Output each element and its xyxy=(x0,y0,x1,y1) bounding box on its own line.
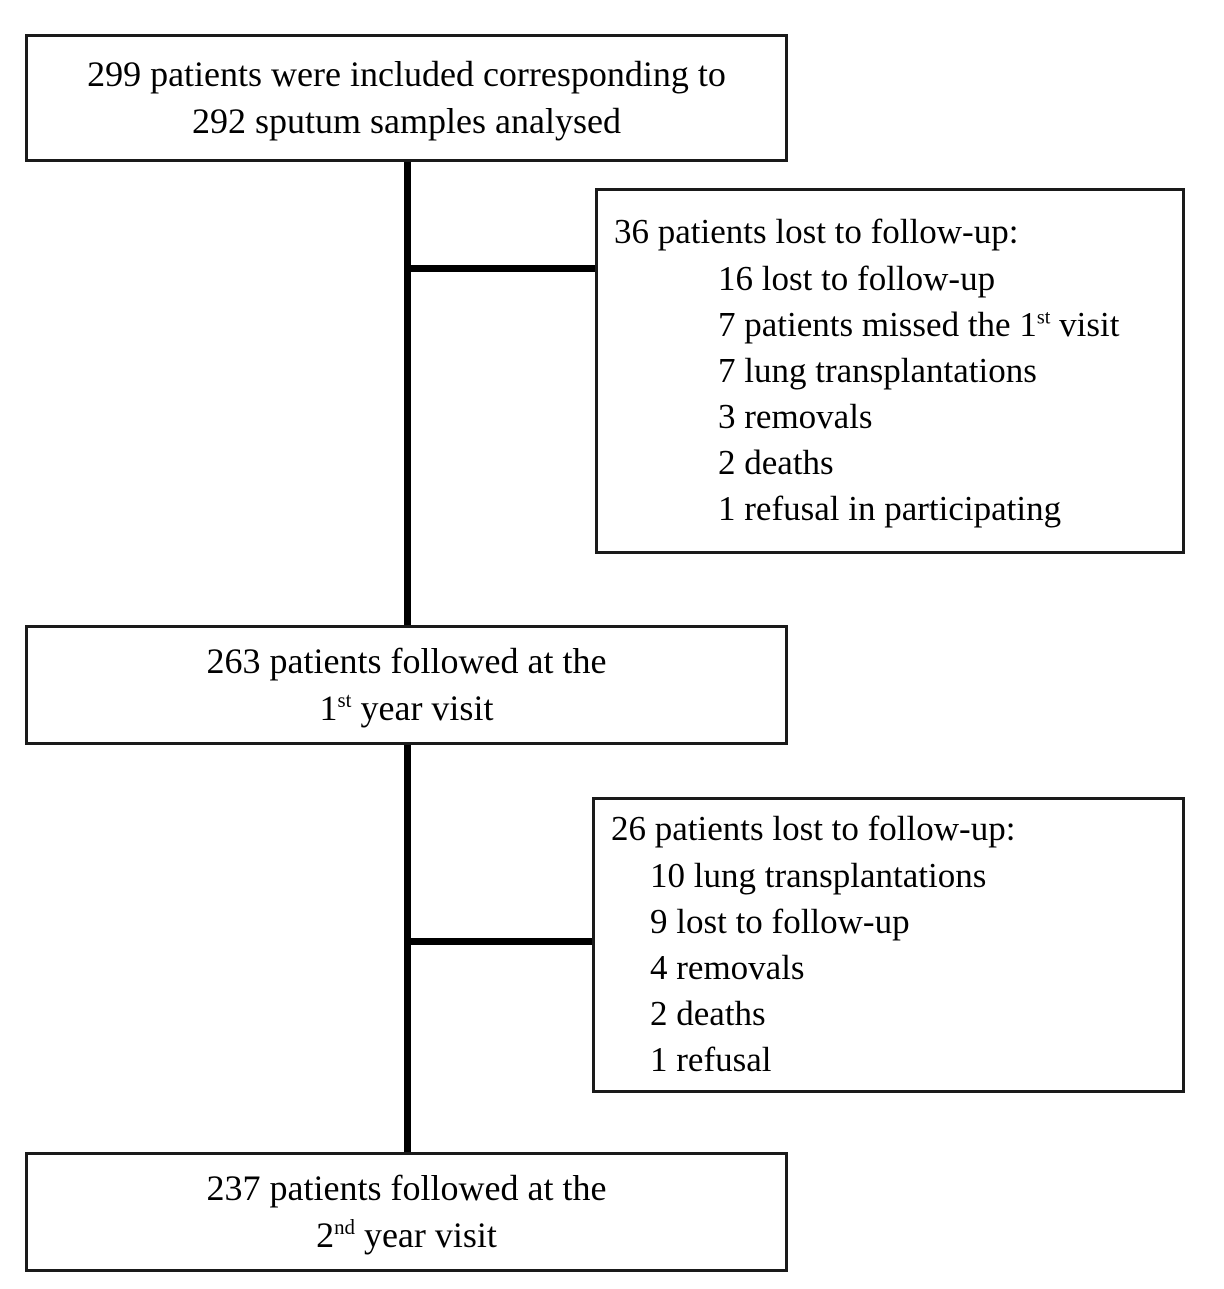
exclusion-2-item-2: 9 lost to follow-up xyxy=(650,901,910,941)
exclusion-1-item-3: 7 lung transplantations xyxy=(718,350,1037,390)
node-enrolment-line-1: 299 patients were included corresponding… xyxy=(87,54,726,95)
node-exclusions-year1: 36 patients lost to follow-up: 16 lost t… xyxy=(595,188,1185,554)
node-year1-ordinal-number: 1 xyxy=(319,688,338,728)
connector-horizontal-to-exclusion-1 xyxy=(404,265,598,272)
connector-horizontal-to-exclusion-2 xyxy=(404,938,596,945)
node-enrolment-line-2: 292 sputum samples analysed xyxy=(192,101,621,141)
exclusion-1-item-4: 3 removals xyxy=(718,397,873,437)
exclusion-2-item-5: 1 refusal xyxy=(650,1040,772,1080)
exclusion-1-item-2-suffix: visit xyxy=(1050,304,1120,344)
node-year1-followup: 263 patients followed at the 1st year vi… xyxy=(25,625,788,745)
node-enrolment: 299 patients were included corresponding… xyxy=(25,34,788,162)
node-year2-line-1: 237 patients followed at the xyxy=(206,1168,607,1209)
ordinal-superscript-icon: st xyxy=(1036,306,1051,329)
exclusion-1-item-6: 1 refusal in participating xyxy=(718,489,1062,529)
exclusion-1-item-2: 7 patients missed the 1st visit xyxy=(598,302,1182,348)
exclusion-1-item-1: 16 lost to follow-up xyxy=(718,258,996,298)
exclusion-2-item-1: 10 lung transplantations xyxy=(650,855,987,895)
node-year2-line-2: 2nd year visit xyxy=(316,1212,497,1259)
node-year1-line-1: 263 patients followed at the xyxy=(206,641,607,682)
node-exclusions-year2: 26 patients lost to follow-up: 10 lung t… xyxy=(592,797,1185,1093)
node-year2-followup: 237 patients followed at the 2nd year vi… xyxy=(25,1152,788,1272)
ordinal-superscript-icon: nd xyxy=(334,1215,355,1239)
ordinal-superscript-icon: st xyxy=(337,688,352,712)
node-year2-line-2-suffix: year visit xyxy=(354,1215,497,1255)
exclusion-1-item-5: 2 deaths xyxy=(718,443,834,483)
node-year1-line-2-suffix: year visit xyxy=(351,688,494,728)
exclusion-2-heading: 26 patients lost to follow-up: xyxy=(611,809,1016,849)
connector-vertical-enrolment-to-year1 xyxy=(404,160,411,628)
exclusion-1-item-2-prefix: 7 patients missed the 1 xyxy=(718,304,1037,344)
exclusion-2-item-3: 4 removals xyxy=(650,948,805,987)
exclusion-1-heading: 36 patients lost to follow-up: xyxy=(614,212,1019,252)
node-year2-ordinal-number: 2 xyxy=(316,1215,335,1255)
node-year1-line-2: 1st year visit xyxy=(320,685,494,732)
exclusion-2-item-4: 2 deaths xyxy=(650,994,766,1034)
connector-vertical-year1-to-year2 xyxy=(404,743,411,1155)
